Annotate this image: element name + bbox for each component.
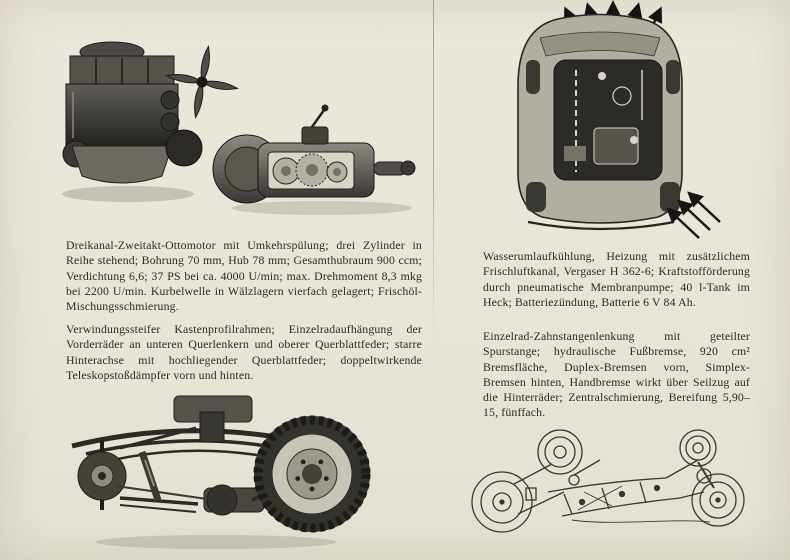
front-wheel (253, 415, 371, 533)
engine-cutaway (62, 41, 239, 202)
front-suspension-illustration (71, 395, 371, 549)
cooling-fan (165, 45, 239, 119)
car-top-view-illustration (517, 0, 721, 239)
engine-transmission-figure (50, 26, 422, 234)
center-fold-divider (433, 0, 434, 340)
steering-brakes-spec-paragraph: Einzelrad-Zahnstangenlenkung mit geteilt… (483, 329, 750, 420)
engine-spec-paragraph: Dreikanal-Zweitakt-Ottomotor mit Umkehrs… (66, 238, 422, 314)
chassis-figure (452, 402, 750, 554)
engine-and-gearbox-illustration (62, 41, 416, 215)
fresh-air-intake-arrows (666, 191, 721, 239)
interior-heating-details (564, 70, 643, 172)
chassis-frame (471, 429, 745, 533)
chassis-line-drawing (471, 429, 745, 533)
car-topview-figure (482, 0, 732, 240)
front-suspension-figure (46, 382, 378, 554)
cooling-fuel-spec-paragraph: Wasserumlaufkühlung, Heizung mit zusätzl… (483, 249, 750, 309)
car-body-topview (517, 13, 683, 231)
gearbox-cutaway (212, 104, 416, 215)
frame-suspension-spec-paragraph: Verwindungssteifer Kastenprofilrahmen; E… (66, 322, 422, 382)
